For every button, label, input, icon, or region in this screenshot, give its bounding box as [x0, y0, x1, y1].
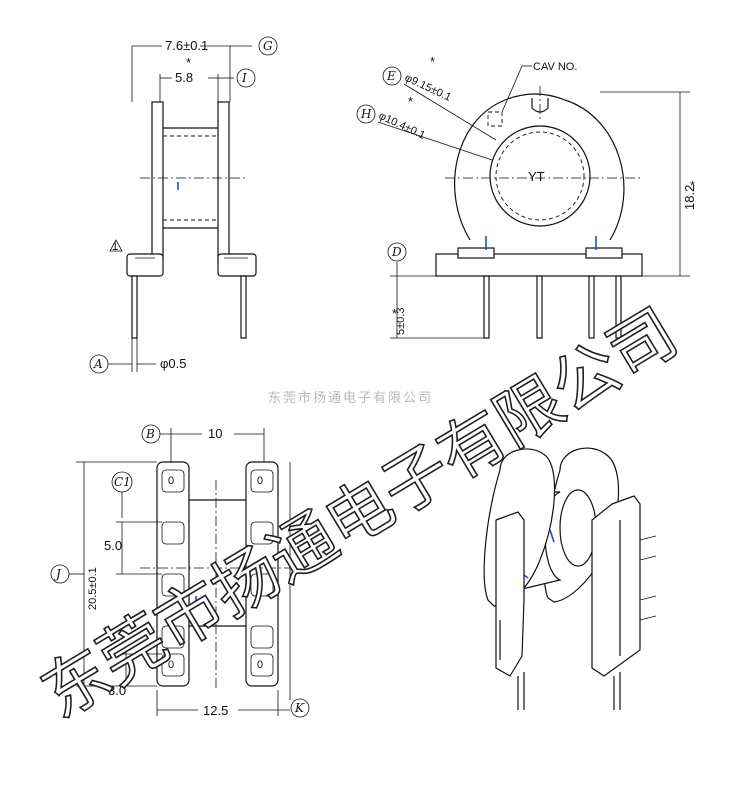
pin-mark-1: 0 [168, 475, 174, 487]
pin-mark-2: 0 [168, 659, 174, 671]
star-pin: * [392, 306, 397, 321]
label-C1: C1 [114, 475, 131, 489]
dim-pin-diameter: φ0.5 [160, 356, 187, 371]
label-G: G [263, 39, 273, 53]
dim-inner-width: 5.8 [175, 70, 193, 85]
label-H: H [360, 107, 372, 121]
bottom-view: B 10 0 0 0 0 C1 [50, 424, 310, 718]
dim-height: 18.2 [682, 185, 697, 210]
star-E: * [430, 54, 435, 69]
label-K: K [294, 701, 305, 715]
dim-pitch: 5.0 [104, 538, 122, 553]
center-text-YT: YT [528, 169, 545, 184]
star-H: * [408, 94, 413, 109]
star-mark: * [186, 55, 191, 70]
dim-pin-length: 5±0.3 [395, 308, 407, 335]
isometric-view [483, 447, 657, 710]
pin-mark-4: 0 [257, 659, 263, 671]
dim-H-diameter: φ10.4±0.1 [377, 110, 427, 142]
label-D: D [391, 245, 402, 259]
label-I: I [241, 71, 247, 85]
label-A: A [93, 357, 103, 371]
label-J: J [53, 567, 62, 581]
label-E: E [386, 69, 396, 83]
pin-mark-3: 0 [257, 475, 263, 487]
front-view: YT CAV NO. E φ9.15±0.1 * H φ10.4±0.1 * D [356, 54, 697, 339]
note-mark: 1 [112, 241, 118, 253]
star-height: * [690, 178, 695, 193]
dim-overall-length: 20.5±0.1 [87, 567, 99, 610]
label-B: B [145, 427, 155, 441]
dim-top: 10 [208, 426, 222, 441]
dim-overall-width: 7.6±0.1 [165, 38, 208, 53]
side-view: 7.6±0.1 G * 5.8 I 1 [89, 36, 278, 374]
dim-margin: 3.0 [108, 683, 126, 698]
dim-width: 12.5 [203, 703, 228, 718]
watermark-small-text: 东莞市扬通电子有限公司 [268, 390, 433, 406]
cav-no-label: CAV NO. [533, 61, 577, 73]
